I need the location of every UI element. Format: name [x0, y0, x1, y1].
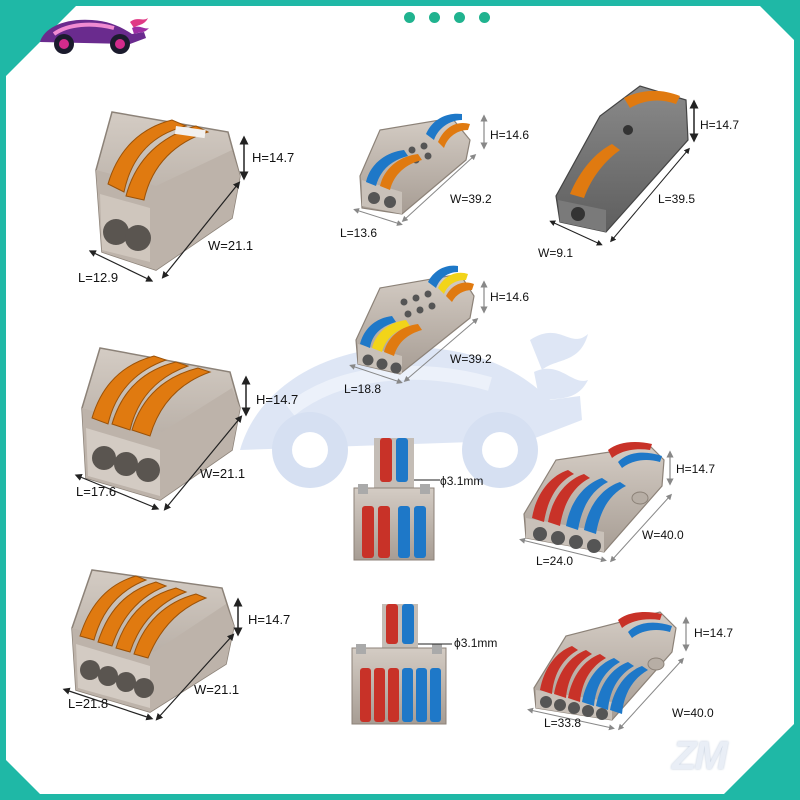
dimension-label: L=17.6: [76, 484, 117, 499]
dimension-label: L=13.6: [340, 226, 378, 240]
corner-decoration: [760, 6, 794, 40]
dimension-label: H=14.7: [700, 118, 740, 132]
dimension-label: W=40.0: [642, 528, 684, 542]
dimension-label: L=33.8: [544, 716, 582, 730]
connector-1-to-5-splitter: [351, 604, 447, 725]
dimension-label: W=21.1: [208, 238, 254, 253]
brand-logo: [40, 18, 149, 54]
dimension-label: H=14.7: [676, 462, 716, 476]
dimension-label: W=21.1: [200, 466, 246, 481]
dimension-label: L=18.8: [344, 382, 382, 396]
dimension-label: W=21.1: [194, 682, 240, 697]
dots-decoration: [404, 12, 490, 23]
dimension-label: H=14.7: [252, 150, 295, 165]
dimension-label: W=9.1: [538, 246, 574, 260]
dimension-label: L=12.9: [78, 270, 119, 285]
dimension-label: L=39.5: [658, 192, 696, 206]
dimension-label: H=14.7: [248, 612, 291, 627]
connector-inline-grey-orange: [555, 85, 689, 233]
dimension-label: L=21.8: [68, 696, 109, 711]
connector-2-to-6-red-blue: [533, 611, 677, 721]
watermark-text: ZM: [672, 734, 728, 778]
corner-decoration: [724, 724, 794, 794]
connector-1-to-3-splitter: [353, 438, 435, 561]
dimension-label: H=14.6: [490, 290, 530, 304]
dimension-label: W=40.0: [672, 706, 714, 720]
dimension-label: ϕ3.1mm: [454, 636, 498, 650]
dimension-label: H=14.7: [256, 392, 299, 407]
dimension-label: H=14.7: [694, 626, 734, 640]
watermark-logo: [240, 332, 588, 488]
dimension-label: ϕ3.1mm: [440, 474, 484, 488]
dimension-label: W=39.2: [450, 192, 492, 206]
dimension-label: W=39.2: [450, 352, 492, 366]
corner-decoration: [6, 760, 40, 794]
dimension-label: L=24.0: [536, 554, 574, 568]
dimension-label: H=14.6: [490, 128, 530, 142]
